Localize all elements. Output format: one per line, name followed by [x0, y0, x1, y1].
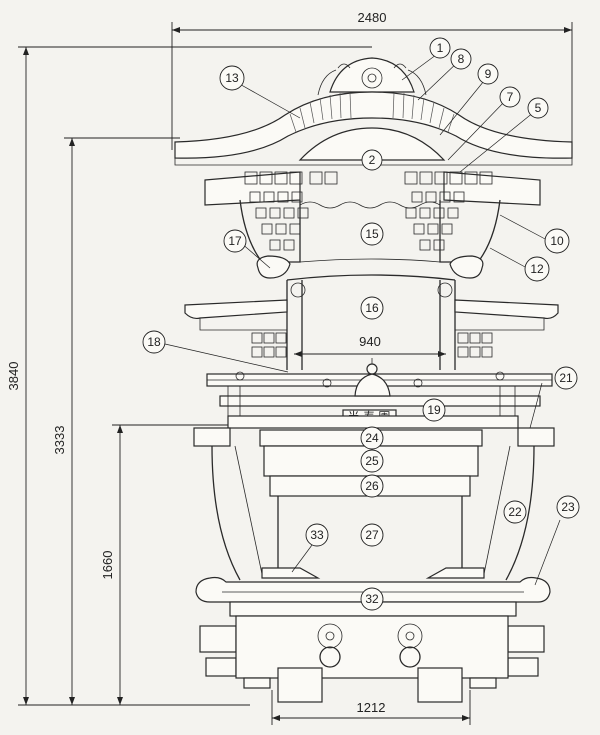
callout-33: 33 — [305, 523, 329, 547]
callout-7: 7 — [499, 86, 521, 108]
svg-text:5: 5 — [535, 101, 542, 115]
dim-inner-span: 940 — [359, 334, 381, 349]
svg-text:12: 12 — [530, 262, 544, 276]
svg-text:18: 18 — [147, 335, 161, 349]
svg-text:21: 21 — [559, 371, 573, 385]
svg-text:33: 33 — [310, 528, 324, 542]
dim-lower-height: 1660 — [100, 551, 115, 580]
balcony-railing: 半 寿 園 — [206, 358, 553, 429]
svg-text:17: 17 — [228, 234, 242, 248]
dim-total-height: 3840 — [6, 362, 21, 391]
svg-text:7: 7 — [507, 90, 514, 104]
svg-text:2: 2 — [369, 153, 376, 167]
callout-21: 21 — [554, 366, 578, 390]
svg-text:25: 25 — [365, 454, 379, 468]
dimension-lines: 2480 3840 3333 1660 940 1212 — [6, 10, 573, 725]
svg-text:32: 32 — [365, 592, 379, 606]
svg-text:15: 15 — [365, 227, 379, 241]
dim-top-width: 2480 — [358, 10, 387, 25]
callout-10: 10 — [544, 228, 570, 254]
upper-brackets — [204, 171, 541, 263]
base-platform — [195, 576, 551, 703]
svg-text:10: 10 — [550, 234, 564, 248]
callout-22: 22 — [503, 500, 527, 524]
dim-roof-height: 3333 — [52, 426, 67, 455]
callout-18: 18 — [142, 330, 166, 354]
callout-25: 25 — [360, 449, 384, 473]
callout-13: 13 — [219, 65, 245, 91]
svg-text:8: 8 — [458, 52, 465, 66]
svg-text:22: 22 — [508, 505, 522, 519]
lower-roof — [184, 299, 559, 358]
callout-5: 5 — [527, 97, 549, 119]
callout-32: 32 — [360, 587, 384, 611]
callout-15: 15 — [360, 222, 384, 246]
callout-23: 23 — [556, 495, 580, 519]
callout-26: 26 — [360, 474, 384, 498]
central-panels — [286, 258, 456, 370]
callout-16: 16 — [360, 296, 384, 320]
callout-27: 27 — [360, 523, 384, 547]
svg-text:13: 13 — [225, 71, 239, 85]
svg-text:1: 1 — [437, 41, 444, 55]
svg-text:19: 19 — [427, 403, 441, 417]
svg-text:9: 9 — [485, 67, 492, 81]
upper-roof — [174, 57, 573, 166]
callout-19: 19 — [422, 398, 446, 422]
callout-group: 1 2 5 7 8 9 10 12 13 15 16 17 18 19 21 2… — [142, 37, 580, 611]
svg-text:23: 23 — [561, 500, 575, 514]
svg-text:26: 26 — [365, 479, 379, 493]
callout-17: 17 — [223, 229, 247, 253]
corner-carvings — [256, 255, 484, 298]
callout-9: 9 — [477, 63, 499, 85]
svg-text:16: 16 — [365, 301, 379, 315]
dim-base-width: 1212 — [357, 700, 386, 715]
callout-24: 24 — [360, 426, 384, 450]
svg-text:24: 24 — [365, 431, 379, 445]
callout-8: 8 — [450, 48, 472, 70]
callout-1: 1 — [429, 37, 451, 59]
callout-12: 12 — [524, 256, 550, 282]
svg-text:27: 27 — [365, 528, 379, 542]
callout-2: 2 — [361, 149, 383, 171]
